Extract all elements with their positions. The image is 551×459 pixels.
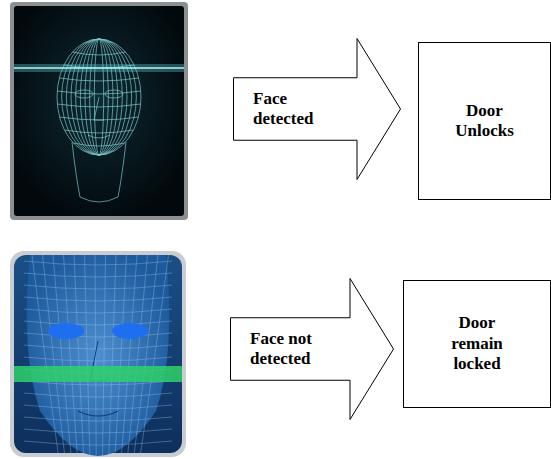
arrow-label: Face not detected — [230, 278, 394, 420]
block-arrow-outline — [231, 279, 394, 420]
face-scan-illustration — [10, 2, 188, 220]
node-text: Face not detected — [250, 329, 334, 370]
face-scan-illustration — [10, 251, 186, 457]
node-text: Door Unlocks — [455, 101, 514, 142]
result-box: Door remain locked — [403, 280, 551, 408]
arrow-label: Face detected — [233, 38, 401, 180]
node-text: Door remain locked — [451, 313, 503, 374]
node-text: Face detected — [253, 89, 337, 130]
block-arrow-outline — [234, 39, 401, 180]
result-box: Door Unlocks — [418, 42, 551, 200]
